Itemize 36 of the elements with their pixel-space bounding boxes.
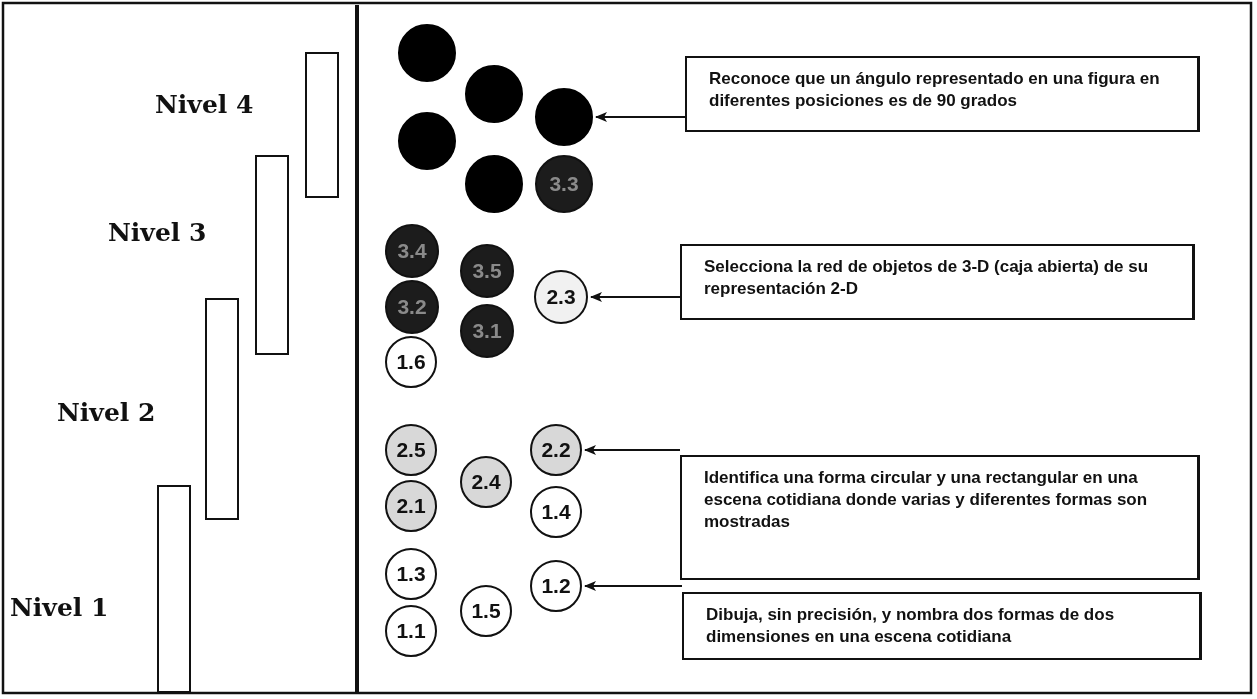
item-marker [465, 155, 523, 213]
item-marker [465, 65, 523, 123]
item-marker: 1.2 [530, 560, 582, 612]
arrow [584, 445, 681, 455]
level-label: Nivel 1 [10, 593, 109, 622]
item-marker: 1.6 [385, 336, 437, 388]
item-marker: 1.4 [530, 486, 582, 538]
item-marker [398, 112, 456, 170]
level-bar [305, 52, 339, 198]
level-bar [157, 485, 191, 693]
item-marker: 3.2 [385, 280, 439, 334]
item-marker: 1.3 [385, 548, 437, 600]
item-marker: 3.3 [535, 155, 593, 213]
item-marker: 2.3 [534, 270, 588, 324]
level-label: Nivel 3 [108, 218, 207, 247]
description-box: Reconoce que un ángulo representado en una figura en diferentes posiciones es de 90 grados [685, 56, 1200, 132]
description-box: Identifica una forma circular y una rectangular en una escena cotidiana donde varias y diferentes formas son mostradas [680, 455, 1200, 580]
item-marker: 2.4 [460, 456, 512, 508]
item-marker: 2.2 [530, 424, 582, 476]
level-bar [255, 155, 289, 355]
description-box: Selecciona la red de objetos de 3-D (caja abierta) de su representación 2-D [680, 244, 1195, 320]
description-box: Dibuja, sin precisión, y nombra dos formas de dos dimensiones en una escena cotidiana [682, 592, 1202, 660]
item-marker [535, 88, 593, 146]
item-marker: 2.1 [385, 480, 437, 532]
item-marker: 3.4 [385, 224, 439, 278]
item-marker [398, 24, 456, 82]
level-label: Nivel 2 [57, 398, 156, 427]
arrow [595, 112, 686, 122]
item-marker: 3.1 [460, 304, 514, 358]
level-bar [205, 298, 239, 520]
item-marker: 2.5 [385, 424, 437, 476]
item-marker: 1.5 [460, 585, 512, 637]
item-marker: 1.1 [385, 605, 437, 657]
item-marker: 3.5 [460, 244, 514, 298]
level-label: Nivel 4 [155, 90, 254, 119]
arrow [590, 292, 681, 302]
